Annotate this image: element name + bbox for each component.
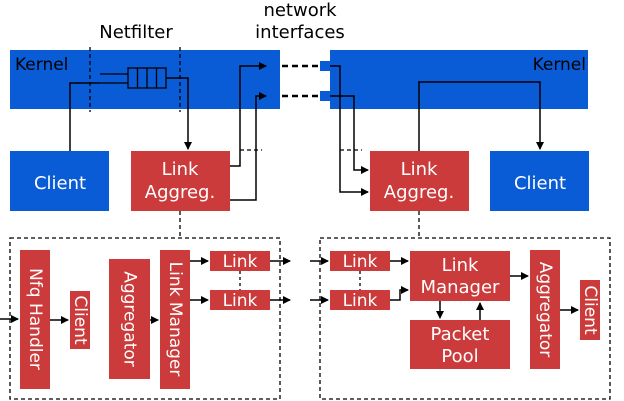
link-manager-left-box	[160, 250, 190, 389]
kernel-right-bar	[330, 50, 588, 109]
link-manager-left-label: Link Manager	[165, 262, 185, 377]
aggregator-right-box	[530, 250, 560, 369]
netfilter-queue-icon	[100, 67, 167, 89]
client-small-right-label: Client	[580, 285, 600, 335]
interface-links	[282, 64, 318, 98]
packet-pool-label-line1: Packet	[431, 324, 490, 345]
client-right-label: Client	[514, 173, 566, 194]
right-module-connections	[310, 257, 579, 320]
link-aggreg-right-box	[370, 151, 469, 211]
link-right-1-label: Link	[343, 252, 378, 272]
link-right-2-label: Link	[343, 291, 378, 311]
right-userspace-module	[319, 237, 611, 400]
link-right-2-box	[330, 290, 390, 310]
nic-left-top	[268, 61, 280, 71]
packet-pool-label-line2: Pool	[441, 346, 478, 367]
left-userspace-module	[9, 237, 281, 400]
nic-left-bottom	[268, 91, 280, 101]
link-left-1-label: Link	[223, 252, 258, 272]
client-small-left-label: Client	[70, 295, 90, 345]
link-manager-right-label-line1: Link	[442, 255, 479, 276]
aggregator-right-label: Aggregator	[535, 262, 555, 358]
client-left-box	[10, 151, 109, 211]
nic-right-bottom	[320, 91, 332, 101]
kernel-left-bar	[10, 50, 280, 109]
upper-dashed-connectors	[179, 149, 420, 238]
link-manager-right-box	[410, 251, 510, 301]
client-small-left-box	[70, 291, 90, 349]
client-right-box	[490, 151, 589, 211]
link-aggreg-left-box	[131, 151, 230, 211]
link-aggreg-left-label-line1: Link	[162, 159, 199, 180]
client-left-label: Client	[34, 173, 86, 194]
link-aggreg-right-label-line2: Aggreg.	[384, 182, 454, 203]
netfilter-label: Netfilter	[99, 22, 173, 43]
kernel-left-label: Kernel	[15, 55, 68, 75]
link-aggreg-right-label-line1: Link	[401, 159, 438, 180]
left-module-connections	[0, 257, 291, 324]
client-small-right-box	[580, 280, 600, 340]
nic-right-top	[320, 61, 332, 71]
network-interfaces-label-line2: interfaces	[255, 22, 345, 43]
aggregator-left-label: Aggregator	[120, 271, 140, 367]
link-left-2-label: Link	[223, 291, 258, 311]
link-right-1-box	[330, 251, 390, 271]
nfq-handler-box	[20, 250, 50, 389]
link-manager-right-label-line2: Manager	[421, 277, 500, 298]
kernel-right-label: Kernel	[533, 55, 586, 75]
aggregator-left-box	[109, 259, 150, 379]
link-left-2-box	[210, 290, 270, 310]
network-interfaces-label-line1: network	[263, 0, 337, 21]
packet-pool-box	[410, 320, 510, 369]
link-left-1-box	[210, 251, 270, 271]
upper-connections	[69, 62, 544, 201]
link-aggreg-left-label-line2: Aggreg.	[145, 182, 215, 203]
nfq-handler-label: Nfq Handler	[25, 268, 45, 370]
